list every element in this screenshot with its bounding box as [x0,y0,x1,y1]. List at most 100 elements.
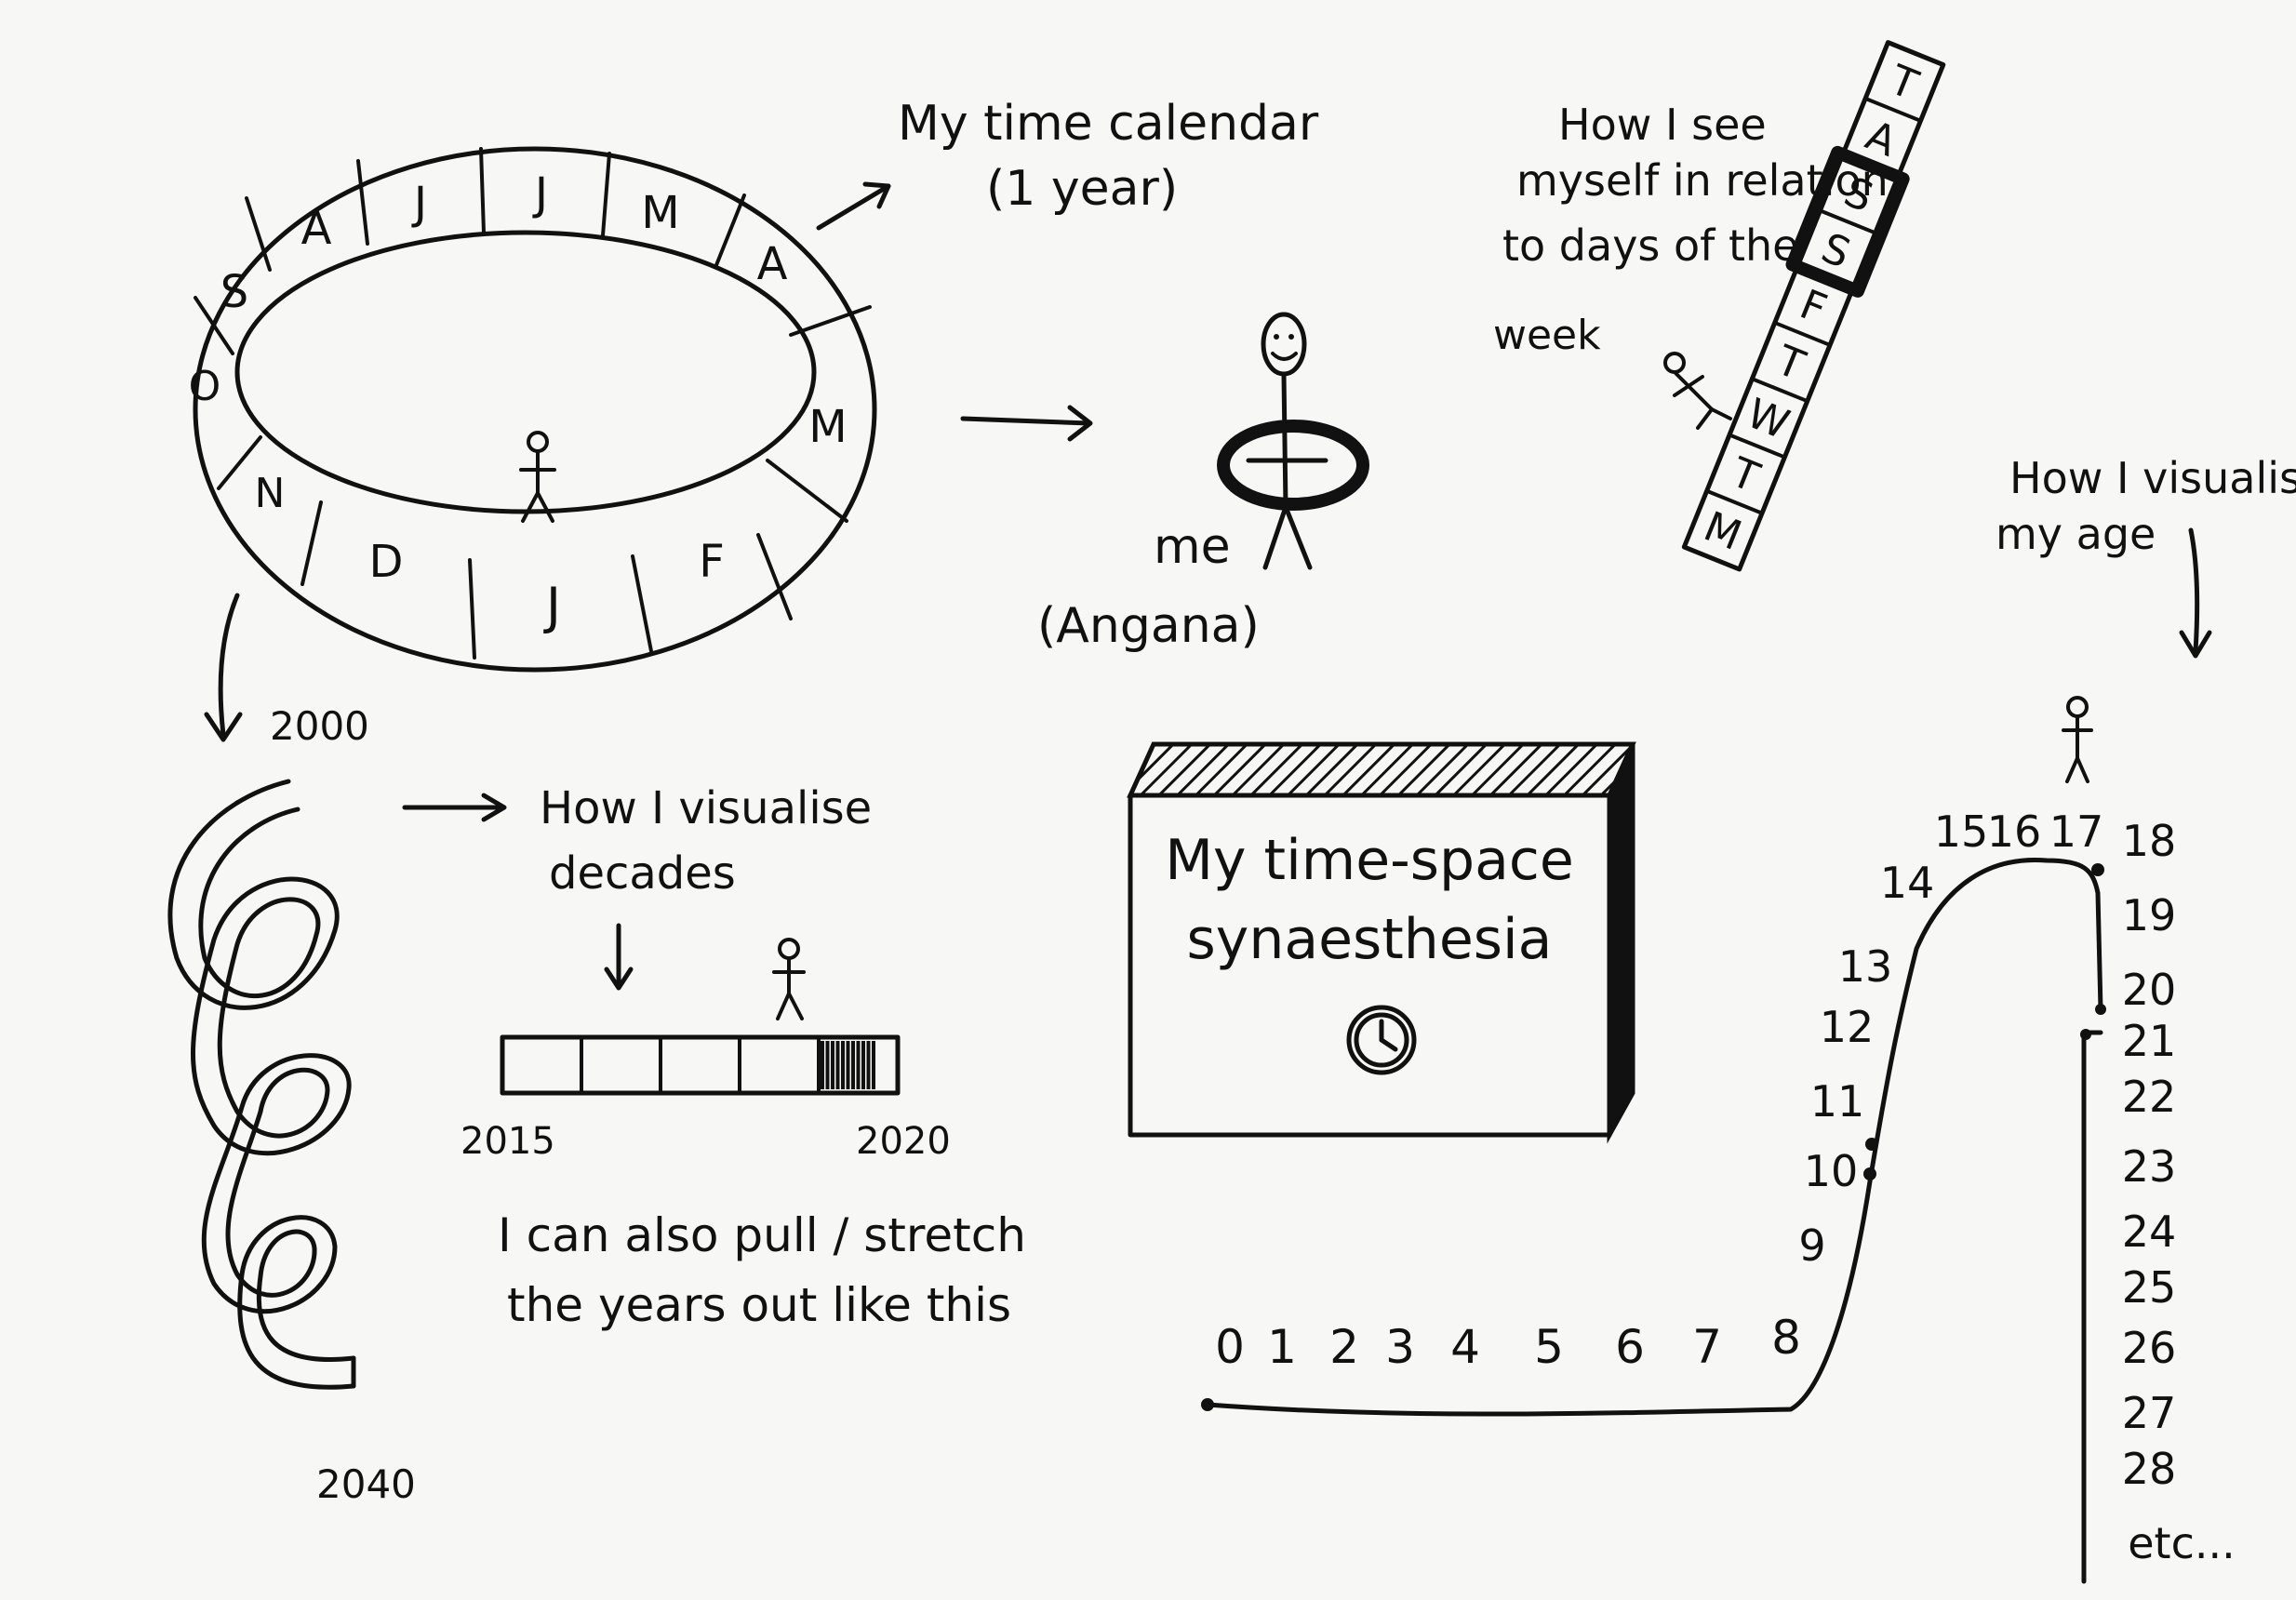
ring-month-feb: F [699,536,725,588]
title-box: My time-space synaesthesia [1127,741,1636,1144]
me-eye-left [1274,334,1279,340]
ring-month-may: M [641,187,679,239]
week-label-line4: week [1493,312,1601,359]
ring-month-oct: O [189,363,221,410]
ring-month-nov: N [255,470,286,517]
week-day-8: T [1882,56,1924,110]
me-body [1281,371,1288,510]
age-label-24: 24 [2122,1207,2177,1257]
age-label-6: 6 [1615,1320,1645,1374]
decade-bar-outline [500,1034,901,1096]
ring-month-jun: J [532,168,548,220]
title-line1: My time-space [1165,828,1574,893]
week-cell-divider [1818,208,1877,235]
age-label-5: 5 [1534,1320,1564,1374]
clock-icon [1346,1005,1417,1075]
spiral-start-year: 2000 [270,703,369,749]
decades-note-line2: the years out like this [507,1278,1011,1332]
year-calendar-ring: J F M A M J J A S O N D [189,146,877,673]
age-label-line1: How I visualise [2009,453,2296,503]
week-cell-divider [1863,96,1923,123]
age-label-2: 2 [1329,1320,1359,1374]
age-line-dot-17 [2091,863,2104,876]
age-label-etc: etc... [2128,1518,2236,1568]
calendar-label-line1: My time calendar [898,96,1319,152]
weekend-highlight [1785,145,1910,298]
age-label-11: 11 [1810,1076,1865,1127]
age-label-22: 22 [2122,1072,2177,1122]
title-box-front [1128,793,1612,1138]
age-label-1: 1 [1267,1320,1297,1374]
age-line-dot-20 [2095,1004,2106,1015]
decades-label-line1: How I visualise [540,782,872,834]
age-label-18: 18 [2122,816,2177,866]
ring-month-dec: D [369,536,404,588]
decade-bar-end: 2020 [856,1120,951,1163]
age-label-21: 21 [2122,1016,2177,1066]
age-label-13: 13 [1838,941,1893,992]
me-label-line1: me [1154,519,1231,575]
age-line-start-dot [1201,1398,1214,1411]
age-label-9: 9 [1798,1220,1825,1271]
age-label-23: 23 [2122,1141,2177,1192]
age-label-28: 28 [2122,1444,2177,1494]
age-label-19: 19 [2122,890,2177,940]
stick-figure-age [2062,696,2093,783]
week-day-3: T [1769,336,1811,390]
week-label-line1: How I see [1558,100,1767,150]
age-label-25: 25 [2122,1262,2177,1313]
week-cell-divider [1704,488,1765,515]
week-day-0: M [1697,503,1747,561]
ring-month-apr: A [757,238,788,290]
week-cell-divider [1750,377,1809,404]
title-line2: synaesthesia [1187,907,1553,972]
me-eye-right [1288,334,1294,340]
week-day-1: T [1724,448,1766,502]
age-line-dot-21 [2080,1029,2091,1040]
ring-month-jan: J [543,577,561,635]
ring-month-sep: S [220,266,248,318]
arrow-to-me [960,405,1093,442]
me-smile [1271,352,1298,361]
me-figure [1217,312,1369,570]
age-label-7: 7 [1692,1320,1722,1374]
age-label-8: 8 [1771,1311,1801,1365]
arrow-to-calendar-label [816,181,891,231]
age-label-line2: my age [1996,509,2156,559]
ring-dividers [194,147,872,660]
age-label-16: 16 [1987,807,2042,857]
arrow-to-decade-bar [604,923,634,991]
arrow-to-age [2179,527,2212,659]
age-line-dot-11 [1865,1138,1878,1151]
title-box-side [1607,742,1635,1144]
week-cell-divider [1772,320,1833,347]
week-label-line3: to days of the [1502,220,1798,271]
spiral-end-year: 2040 [316,1461,416,1507]
age-label-4: 4 [1450,1320,1480,1374]
decades-spiral [167,779,356,1390]
stick-figure-ring [519,431,556,523]
me-head [1261,312,1307,377]
ring-inner [234,230,817,514]
ring-month-aug: A [301,203,332,255]
week-day-2: W [1741,390,1795,449]
age-line-dot-10 [1863,1167,1876,1180]
age-label-3: 3 [1385,1320,1415,1374]
calendar-label-line2: (1 year) [986,161,1178,217]
age-label-15: 15 [1934,807,1989,857]
stick-figure-week [1663,352,1732,430]
age-label-12: 12 [1820,1002,1875,1052]
arrow-to-decades-label [402,793,507,822]
ring-month-jul: J [411,178,427,230]
week-day-4: F [1794,281,1834,334]
ring-outer [193,146,877,673]
me-leg-left [1262,504,1288,570]
week-cell-divider [1728,433,1787,460]
decade-bar-start: 2015 [461,1120,555,1163]
me-leg-right [1283,504,1313,570]
me-label-line2: (Angana) [1037,598,1260,654]
ring-month-mar: M [808,401,847,453]
age-label-0: 0 [1215,1320,1245,1374]
age-label-10: 10 [1804,1146,1859,1196]
age-label-17: 17 [2049,807,2104,857]
